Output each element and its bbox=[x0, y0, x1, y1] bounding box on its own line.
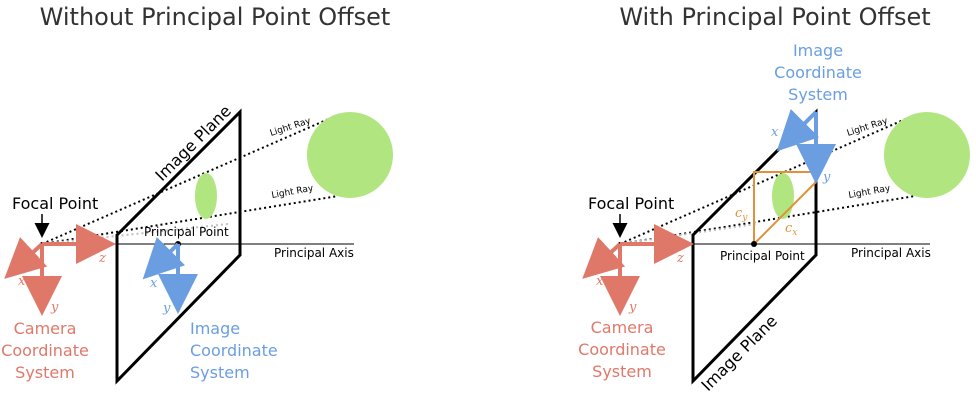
right-image-cs-line1: Image bbox=[793, 41, 843, 60]
left-title: Without Principal Point Offset bbox=[40, 3, 391, 31]
left-image-x-label: x bbox=[150, 276, 158, 291]
right-projected-image bbox=[772, 173, 794, 219]
left-focal-point-label: Focal Point bbox=[12, 194, 98, 213]
left-image-y-label: y bbox=[162, 301, 171, 316]
right-panel: With Principal Point Offset Image Plane … bbox=[578, 3, 970, 395]
right-camera-z-label: z bbox=[676, 251, 684, 266]
left-panel: Without Principal Point Offset Image Pla… bbox=[1, 3, 393, 385]
left-object-sphere bbox=[307, 112, 393, 198]
right-image-cs-line3: System bbox=[788, 85, 848, 104]
left-light-ray-bottom-label: Light Ray bbox=[271, 184, 315, 201]
right-light-ray-top-line bbox=[619, 113, 918, 245]
right-image-plane bbox=[691, 108, 818, 385]
right-principal-point-dot bbox=[751, 241, 757, 247]
right-camera-y-label: y bbox=[628, 300, 637, 315]
left-projected-image bbox=[195, 173, 217, 219]
left-image-cs-line2: Coordinate bbox=[190, 341, 278, 360]
right-offset-cy-label: cy bbox=[735, 206, 748, 223]
right-title: With Principal Point Offset bbox=[619, 3, 930, 31]
left-camera-x-label: x bbox=[18, 274, 26, 289]
right-behind-axis-ray bbox=[619, 223, 757, 245]
right-light-ray-bottom-label: Light Ray bbox=[848, 184, 892, 201]
right-principal-point-label: Principal Point bbox=[720, 249, 805, 263]
left-behind-axis-ray bbox=[41, 223, 229, 245]
right-camera-x-axis bbox=[582, 237, 626, 279]
left-camera-cs-line2: Coordinate bbox=[1, 341, 89, 360]
left-light-ray-top-line bbox=[41, 113, 341, 245]
left-camera-x-axis bbox=[4, 237, 48, 279]
left-image-plane bbox=[115, 108, 242, 385]
right-image-cs-line2: Coordinate bbox=[774, 63, 862, 82]
right-principal-axis-label: Principal Axis bbox=[851, 246, 931, 260]
left-camera-cs-line3: System bbox=[15, 363, 75, 382]
left-image-x-axis bbox=[142, 236, 186, 280]
right-camera-cs-line3: System bbox=[592, 362, 652, 381]
left-image-cs-line3: System bbox=[190, 363, 250, 382]
left-principal-point-label: Principal Point bbox=[144, 225, 229, 239]
right-camera-cs-line1: Camera bbox=[591, 318, 654, 337]
right-offset-cx-label: cx bbox=[785, 221, 797, 238]
right-offset-cx-line bbox=[753, 181, 817, 245]
left-camera-y-label: y bbox=[50, 300, 59, 315]
right-image-plane-label: Image Plane bbox=[697, 311, 780, 394]
left-principal-axis-label: Principal Axis bbox=[274, 246, 354, 260]
left-camera-z-label: z bbox=[98, 251, 106, 266]
left-image-plane-label: Image Plane bbox=[151, 101, 234, 184]
right-camera-cs-line2: Coordinate bbox=[578, 340, 666, 359]
right-offset-cy-line bbox=[753, 171, 816, 244]
right-focal-point-label: Focal Point bbox=[588, 194, 674, 213]
right-image-x-axis bbox=[776, 108, 820, 152]
right-camera-x-label: x bbox=[596, 274, 604, 289]
left-image-cs-line1: Image bbox=[190, 319, 240, 338]
right-image-y-label: y bbox=[822, 170, 831, 185]
left-camera-cs-line1: Camera bbox=[14, 319, 77, 338]
right-object-sphere bbox=[884, 112, 970, 198]
right-image-x-label: x bbox=[771, 125, 779, 140]
